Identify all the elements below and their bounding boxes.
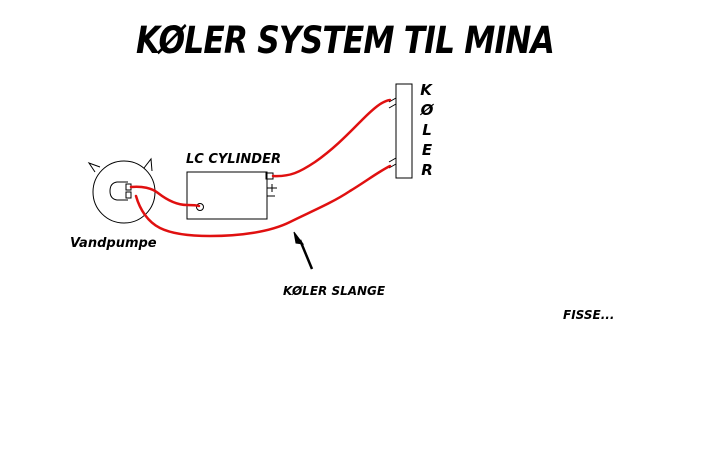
radiator-label-letter-1: K	[420, 81, 433, 99]
lc-cylinder-label: LC CYLINDER	[186, 152, 281, 167]
koler-slange-arrow	[293, 231, 314, 270]
diagram-title: KØLER SYSTEM TIL MINA	[136, 19, 554, 62]
hose-cylinder-to-radiator	[271, 98, 392, 178]
hose-radiator-to-pump	[134, 164, 392, 238]
radiator-label-letter-2: Ø	[420, 101, 435, 119]
koler-slange-label: KØLER SLANGE	[283, 284, 386, 298]
lc-cylinder	[186, 171, 277, 220]
radiator-label-letter-5: R	[421, 161, 433, 179]
fisse-text: FISSE...	[563, 308, 614, 322]
water-pump-label: Vandpumpe	[70, 236, 157, 251]
radiator-label: K Ø L E R	[420, 81, 435, 179]
radiator	[388, 83, 413, 179]
hoses	[129, 98, 392, 238]
hose-pump-to-cylinder	[129, 185, 201, 208]
radiator-label-letter-3: L	[422, 121, 432, 139]
radiator-label-letter-4: E	[422, 141, 433, 159]
